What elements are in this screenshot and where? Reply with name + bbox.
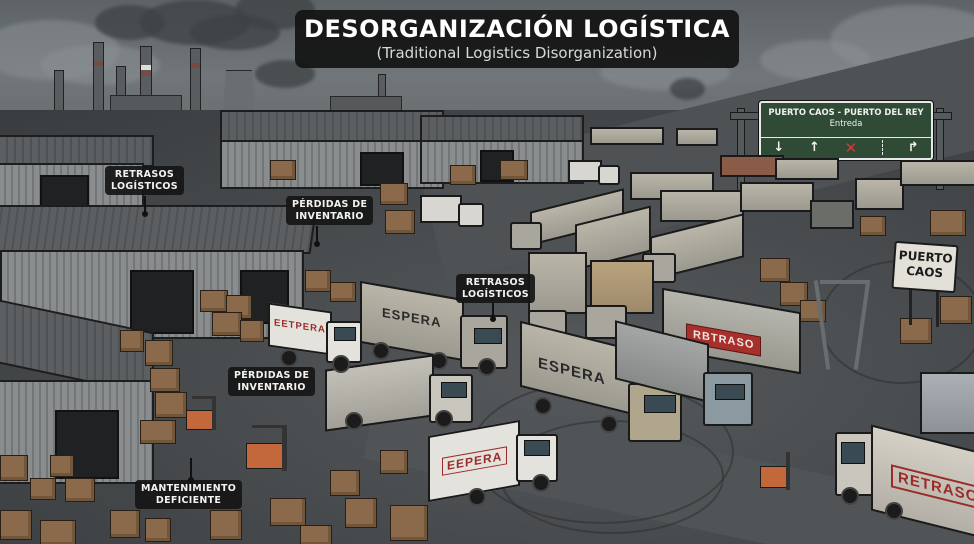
highway-sign-destinations: PUERTO CAOS - PUERTO DEL REY: [768, 107, 924, 117]
red-x-icon: ✕: [844, 138, 858, 157]
title-banner: DESORGANIZACIÓN LOGÍSTICA (Traditional L…: [295, 10, 739, 68]
sign-post: [909, 285, 912, 325]
turn-right-arrow-icon: ↱: [907, 140, 919, 155]
callout-retrasos-logisticos-1: RETRASOS LOGÍSTICOS: [105, 166, 184, 195]
gantry-post-right: [936, 108, 944, 190]
lane-divider: [881, 140, 883, 155]
callout-mantenimiento-deficiente: MANTENIMIENTO DEFICIENTE: [135, 480, 243, 509]
callout-pointer: [188, 458, 193, 483]
puerto-caos-sign-text: PUERTO CAOS: [898, 248, 954, 281]
callout-perdidas-inventario-2: PÉRDIDAS DE INVENTARIO: [228, 367, 316, 396]
highway-sign-lanes: ↓ ↑ ✕ ↱: [761, 137, 931, 157]
sign-post: [936, 287, 939, 327]
highway-sign: PUERTO CAOS - PUERTO DEL REY Entreda ↓ ↑…: [759, 101, 933, 160]
page-subtitle: (Traditional Logistics Disorganization): [376, 44, 658, 62]
puerto-caos-sign: PUERTO CAOS: [891, 240, 959, 294]
callout-pointer: [314, 226, 319, 247]
arrow-up-icon: ↑: [809, 140, 820, 155]
callout-pointer: [142, 196, 147, 217]
callout-retrasos-logisticos-2: RETRASOS LOGÍSTICOS: [456, 274, 535, 303]
callout-pointer: [490, 303, 495, 322]
highway-sign-entrance: Entreda: [829, 118, 863, 128]
page-title: DESORGANIZACIÓN LOGÍSTICA: [304, 15, 730, 43]
callout-perdidas-inventario-1: PÉRDIDAS DE INVENTARIO: [286, 196, 374, 225]
arrow-down-icon: ↓: [773, 140, 785, 155]
